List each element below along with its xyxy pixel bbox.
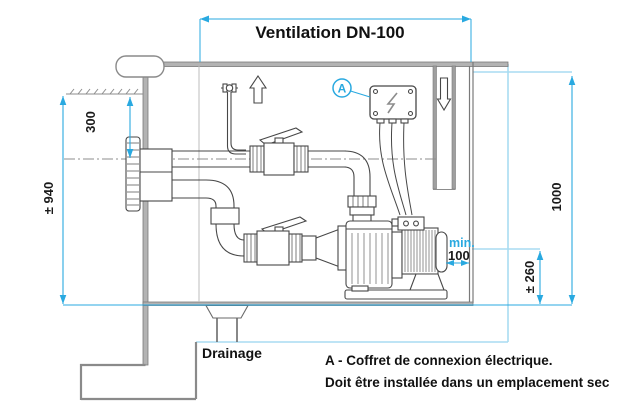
note-line1: A - Coffret de connexion électrique. xyxy=(325,353,553,368)
dim-300-label: 300 xyxy=(83,111,98,133)
coping xyxy=(115,55,165,78)
dim-min-label: min. xyxy=(449,236,475,250)
reducer-cone xyxy=(315,228,341,268)
dim-min-100 xyxy=(446,260,469,266)
up-arrow-icon xyxy=(248,75,268,104)
pool-wall xyxy=(142,65,149,366)
housing-right-wall xyxy=(468,62,474,303)
air-bleed-valve xyxy=(221,83,246,155)
dim-940 xyxy=(59,96,67,304)
upper-pipe xyxy=(172,150,371,196)
wall-fitting xyxy=(125,136,173,212)
motor-end-cap xyxy=(435,231,448,273)
callout-a xyxy=(332,78,371,98)
dimensions xyxy=(59,15,576,306)
base-plate xyxy=(344,289,448,300)
machinery xyxy=(125,75,452,300)
pump-stand xyxy=(409,273,445,291)
pipe-coupling xyxy=(210,207,240,225)
dim-min-value: 100 xyxy=(448,248,470,263)
pump xyxy=(337,195,448,300)
ball-valve-lower xyxy=(243,216,341,268)
dim-260-label: ± 260 xyxy=(522,261,537,293)
ground-line xyxy=(196,64,572,343)
callout-a-letter: A xyxy=(338,82,347,96)
dim-1000 xyxy=(568,76,576,304)
ball-valve-upper xyxy=(249,127,309,176)
vent-duct xyxy=(432,65,456,190)
power-cables xyxy=(379,122,413,216)
ventilation-dimension xyxy=(199,15,472,62)
dim-300 xyxy=(126,97,134,158)
lightning-icon xyxy=(386,92,398,114)
ground-hatch xyxy=(66,88,143,95)
electrical-box xyxy=(369,85,417,124)
dim-940-label: ± 940 xyxy=(41,182,56,214)
terminal-box xyxy=(397,216,425,231)
dim-1000-label: 1000 xyxy=(549,183,564,212)
prefilter-pot xyxy=(345,220,393,289)
note-line2: Doit être installée dans un emplacement … xyxy=(325,375,610,390)
diagram-title: Ventilation DN-100 xyxy=(255,23,404,42)
drain-pipe xyxy=(205,304,249,342)
down-arrow-icon xyxy=(436,77,452,112)
foundation xyxy=(79,342,198,401)
drainage-label: Drainage xyxy=(202,345,262,361)
dim-260 xyxy=(536,251,544,304)
